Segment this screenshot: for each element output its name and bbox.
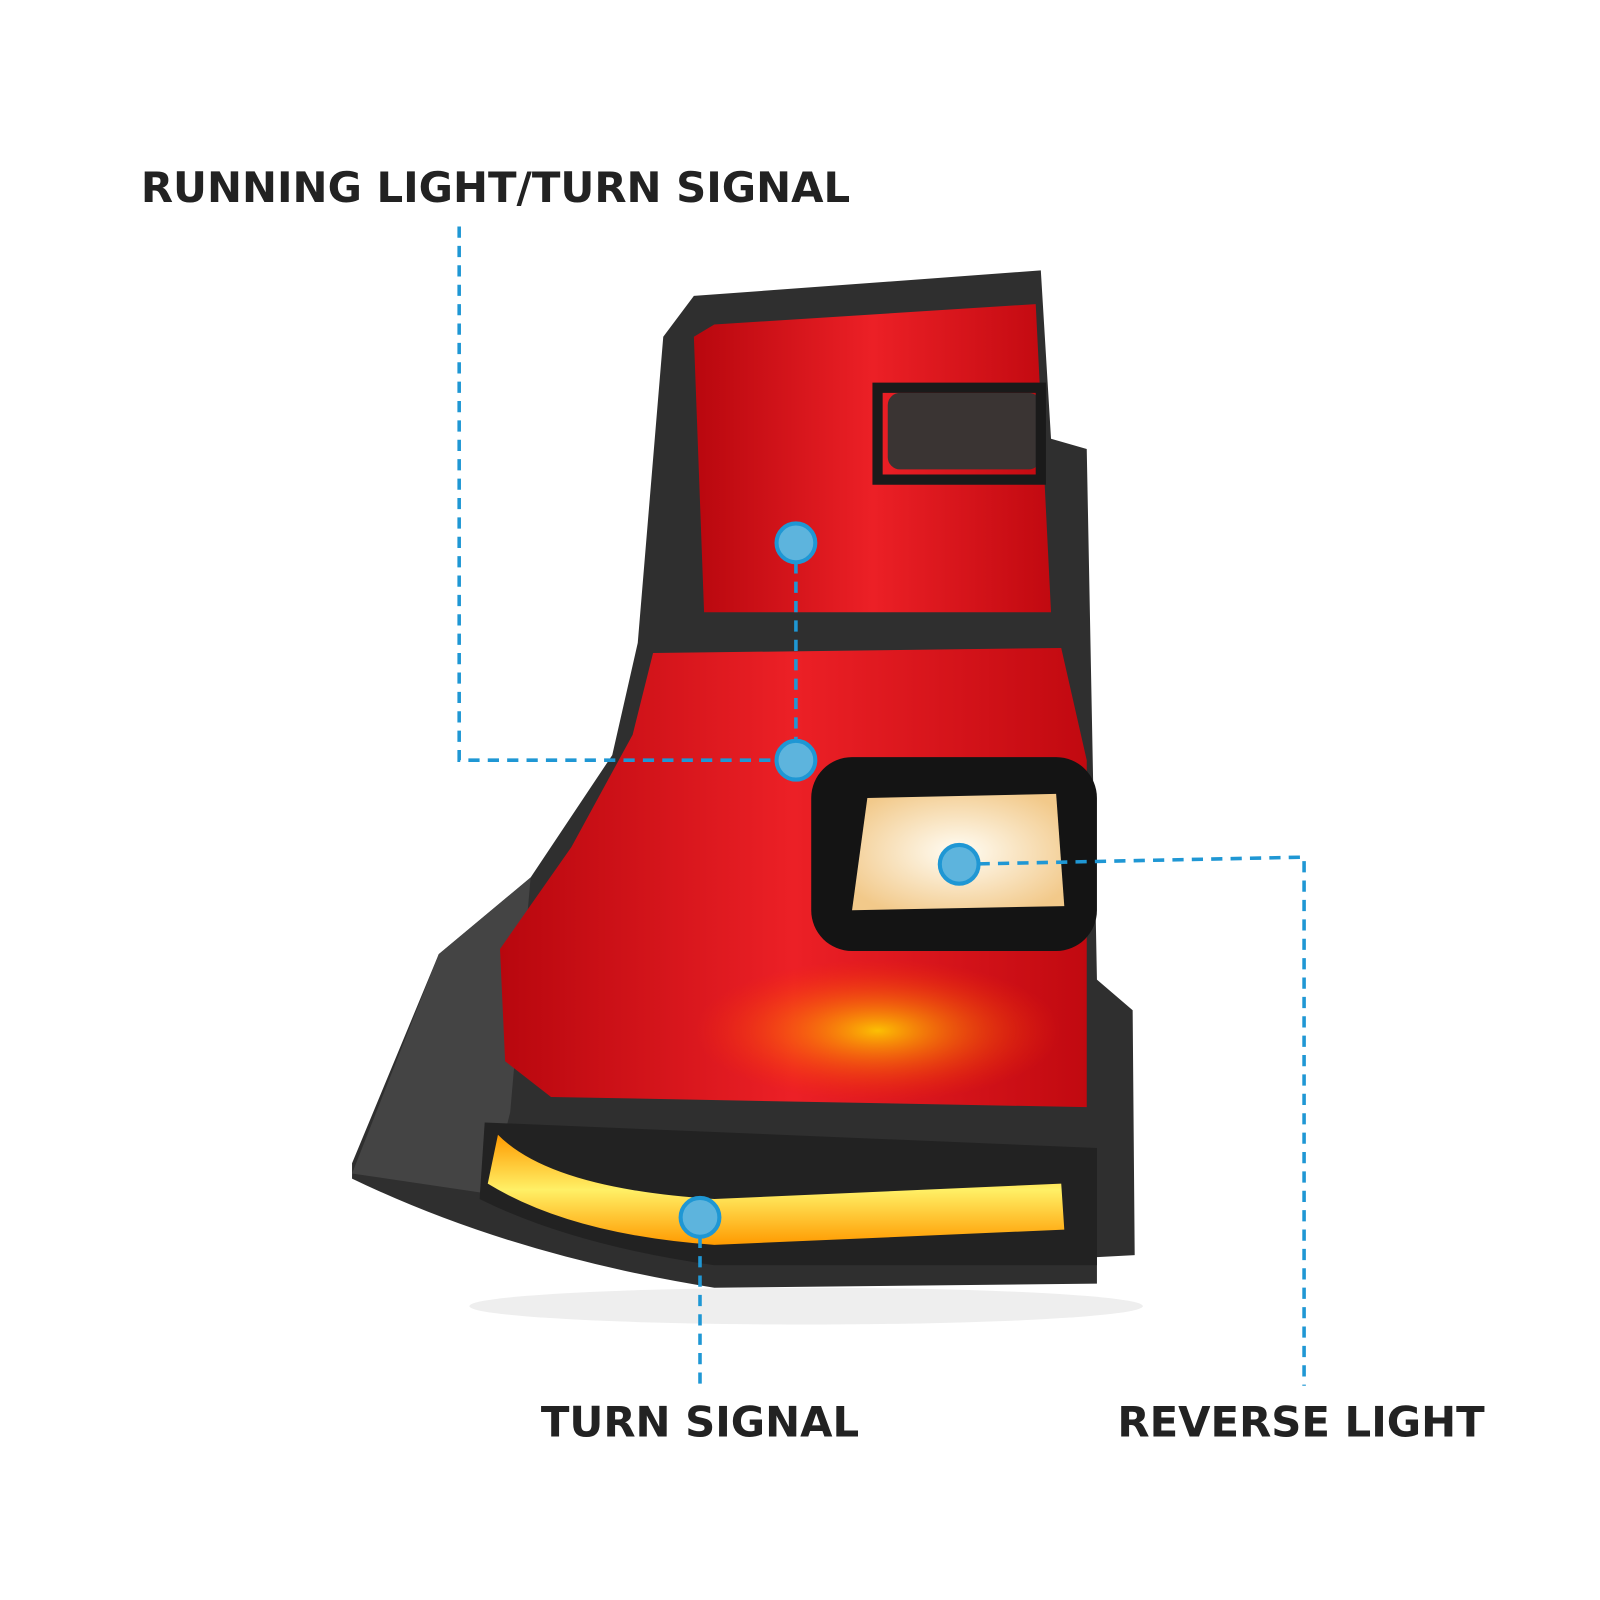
housing-side	[352, 877, 531, 1194]
callout-dot-turn	[678, 1195, 722, 1239]
label-reverse-light: REVERSE LIGHT	[1117, 1398, 1485, 1447]
label-turn-signal: TURN SIGNAL	[541, 1398, 859, 1447]
label-running-turn: RUNNING LIGHT/TURN SIGNAL	[141, 163, 850, 212]
upper-dark-insert	[887, 392, 1041, 470]
shadow	[469, 1287, 1143, 1325]
amber-glow	[693, 959, 1062, 1103]
callout-dot-reverse	[937, 842, 981, 886]
turn-signal-strip	[487, 1134, 1065, 1245]
callout-line-running	[457, 226, 796, 762]
callout-dot-running-lower	[774, 738, 818, 782]
callout-dot-running-upper	[774, 521, 818, 565]
callout-lines	[457, 226, 1306, 1386]
